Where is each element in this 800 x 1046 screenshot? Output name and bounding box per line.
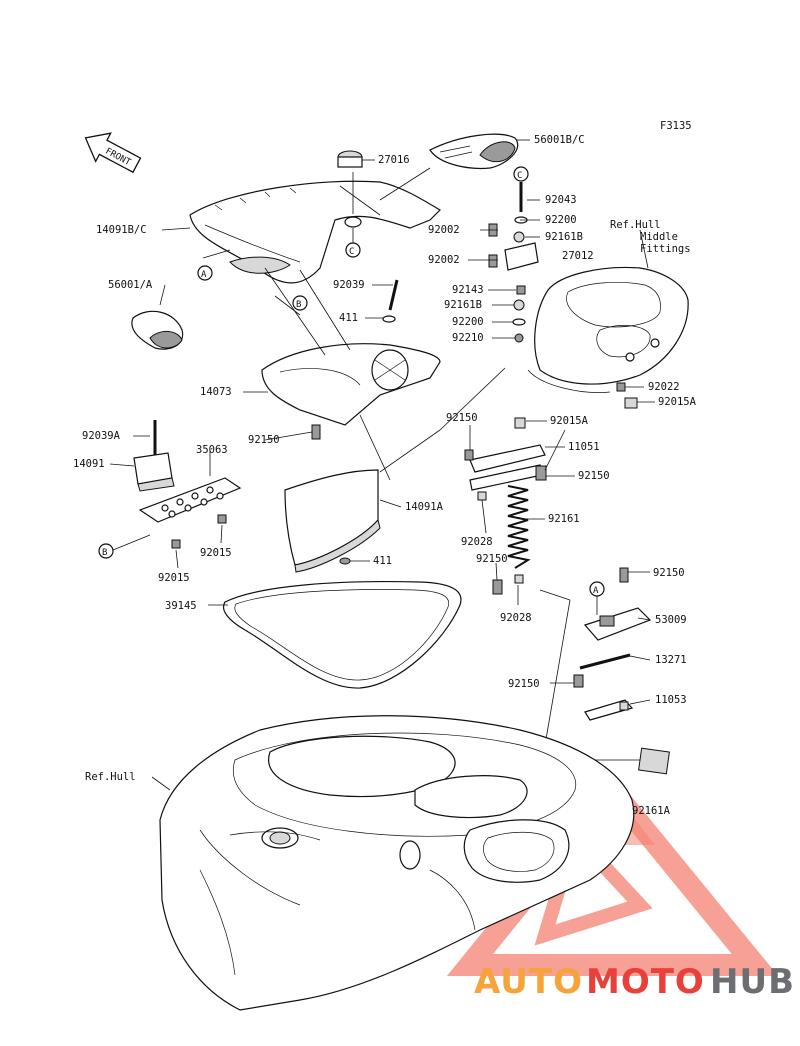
svg-text:AUTO: AUTO — [474, 962, 583, 1002]
diagram-code: F3135 — [660, 120, 692, 132]
label-leader-lines — [109, 139, 655, 791]
label-92143: 92143 — [452, 284, 484, 296]
label-92028-b: 92028 — [500, 612, 532, 624]
pin-92039 — [382, 279, 399, 323]
label-92015-a: 92015 — [200, 547, 232, 559]
label-92022: 92022 — [648, 381, 680, 393]
callout-c-right: C — [513, 166, 529, 182]
label-14091bc: 14091B/C — [96, 224, 147, 236]
pad-56001a — [131, 310, 184, 350]
svg-text:Fittings: Fittings — [640, 243, 691, 255]
front-arrow-icon: FRONT — [84, 132, 142, 174]
label-13271: 13271 — [655, 654, 687, 666]
label-92161b-b: 92161B — [444, 299, 482, 311]
label-35063: 35063 — [196, 444, 228, 456]
label-92002-b: 92002 — [428, 254, 460, 266]
label-92210: 92210 — [452, 332, 484, 344]
label-92150-e: 92150 — [653, 567, 685, 579]
label-11053: 11053 — [655, 694, 687, 706]
bracket-11051 — [464, 417, 547, 491]
svg-text:B: B — [296, 300, 301, 310]
seat-cover-14091bc — [189, 180, 441, 284]
hull-fitting-27012 — [527, 266, 689, 393]
label-56001a: 56001/A — [108, 279, 153, 291]
label-14091: 14091 — [73, 458, 105, 470]
label-92150-a: 92150 — [446, 412, 478, 424]
callout-c-left: C — [345, 228, 361, 258]
part-labels: 56001B/C 27016 14091B/C 92043 92200 9200… — [73, 134, 697, 817]
callout-a-top: A — [197, 265, 213, 281]
plate-11053 — [584, 699, 634, 721]
label-92161b-a: 92161B — [545, 231, 583, 243]
svg-text:A: A — [593, 586, 599, 596]
label-53009: 53009 — [655, 614, 687, 626]
pad-56001bc — [429, 133, 519, 170]
label-14073: 14073 — [200, 386, 232, 398]
latch-53009 — [583, 567, 652, 641]
rod-13271 — [573, 653, 631, 688]
label-39145: 39145 — [165, 600, 197, 612]
panel-14091a — [284, 469, 381, 573]
ref-hull-middle-fittings-note: Ref.Hull Middle Fittings — [610, 219, 691, 255]
label-27012: 27012 — [562, 250, 594, 262]
callout-b-bottom: B — [98, 534, 151, 559]
label-92200-b: 92200 — [452, 316, 484, 328]
bracket-35063 — [138, 420, 242, 549]
label-92015-b: 92015 — [158, 572, 190, 584]
svg-text:Ref.Hull: Ref.Hull — [610, 219, 661, 231]
label-92161: 92161 — [548, 513, 580, 525]
label-92039a: 92039A — [82, 430, 121, 442]
label-92043: 92043 — [545, 194, 577, 206]
gasket-39145 — [223, 580, 462, 689]
label-411-b: 411 — [373, 555, 392, 567]
label-92028-a: 92028 — [461, 536, 493, 548]
callout-a-bottom: A — [589, 581, 605, 615]
label-56001bc: 56001B/C — [534, 134, 585, 146]
svg-text:C: C — [349, 247, 354, 257]
pad-14091 — [133, 452, 175, 492]
label-92039: 92039 — [333, 279, 365, 291]
label-92200-a: 92200 — [545, 214, 577, 226]
storage-bin-14073 — [261, 343, 441, 440]
svg-text:MOTO: MOTO — [586, 962, 705, 1002]
label-14091a: 14091A — [405, 501, 444, 513]
svg-text:Middle: Middle — [640, 231, 678, 243]
label-411-a: 411 — [339, 312, 358, 324]
label-11051: 11051 — [568, 441, 600, 453]
svg-text:A: A — [201, 270, 207, 280]
svg-text:HUB: HUB — [710, 962, 795, 1002]
assembly-leader-lines — [202, 167, 441, 481]
label-92150-d: 92150 — [476, 553, 508, 565]
label-92150-f: 92150 — [508, 678, 540, 690]
watermark-text: AUTO MOTO HUB — [474, 962, 795, 1002]
hull-body — [159, 715, 635, 1011]
label-92161a: 92161A — [632, 805, 671, 817]
callout-b-top: B — [292, 295, 308, 311]
label-92150-b: 92150 — [248, 434, 280, 446]
label-92150-c: 92150 — [578, 470, 610, 482]
svg-text:C: C — [517, 171, 522, 181]
ref-hull-note: Ref.Hull — [85, 771, 136, 783]
svg-text:B: B — [102, 548, 107, 558]
cap-27016 — [337, 150, 363, 228]
label-27016: 27016 — [378, 154, 410, 166]
label-92015a-b: 92015A — [550, 415, 589, 427]
label-92002-a: 92002 — [428, 224, 460, 236]
label-92015a-a: 92015A — [658, 396, 697, 408]
